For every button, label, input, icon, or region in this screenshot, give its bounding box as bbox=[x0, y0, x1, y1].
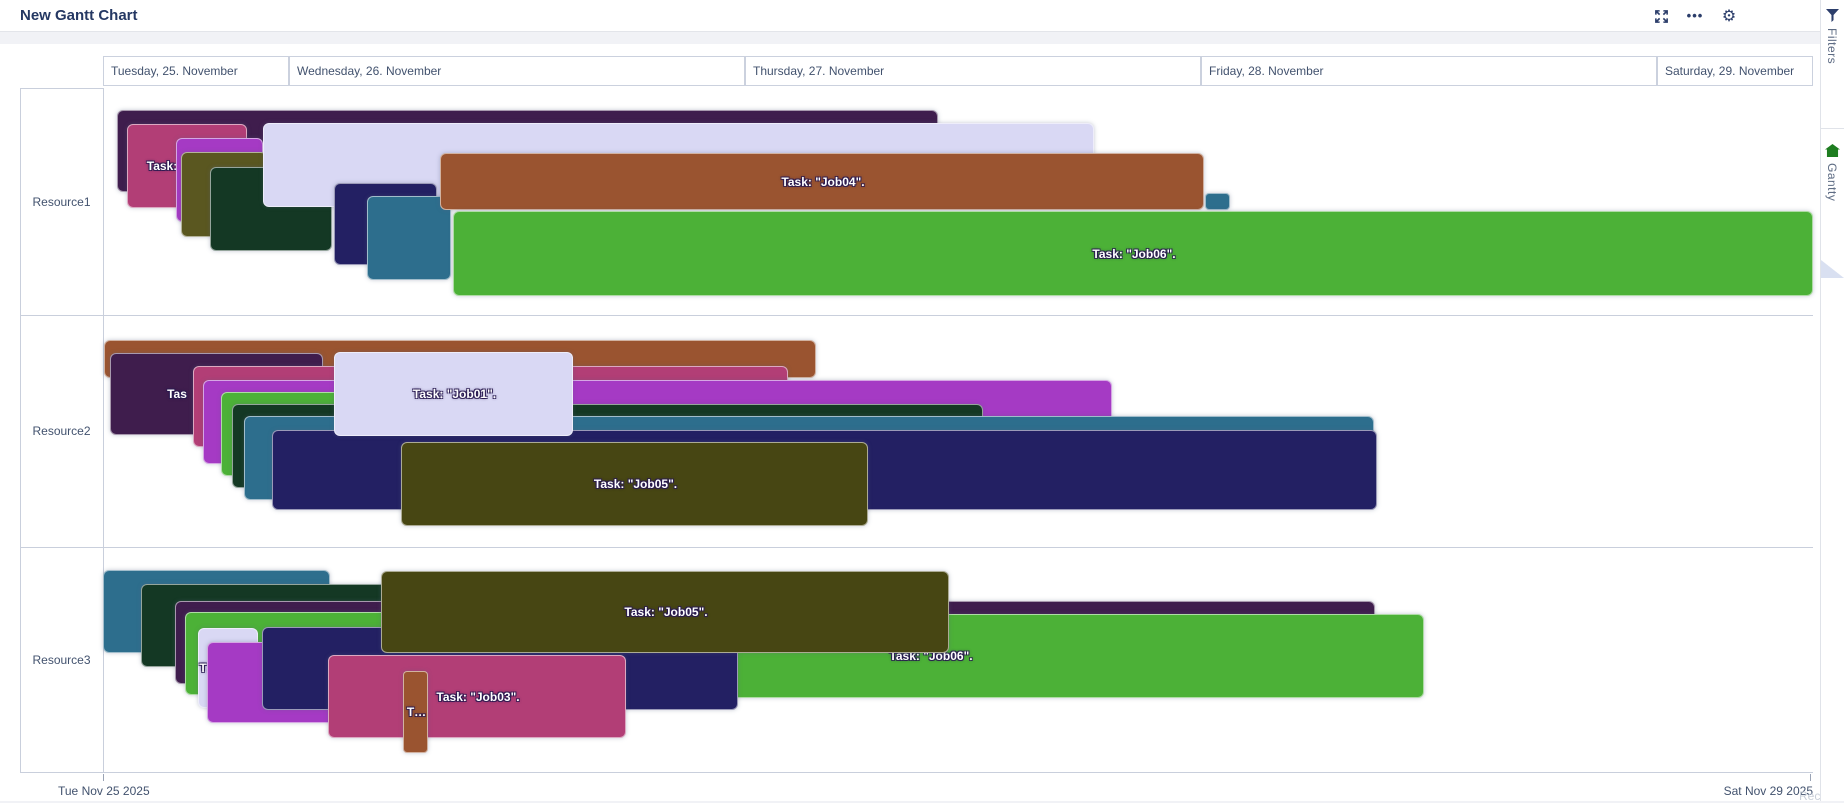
row-separator-line bbox=[20, 88, 103, 89]
gantt-task-bar[interactable]: Task: "Job06". bbox=[453, 211, 1813, 296]
timeline-day-header[interactable]: Tuesday, 25. November bbox=[103, 56, 289, 86]
gantt-task-bar[interactable]: T… bbox=[403, 671, 428, 753]
task-bar-label: Task: "Job05". bbox=[624, 605, 708, 619]
timeline-end-label: Sat Nov 29 2025 bbox=[1723, 784, 1813, 798]
gantt-task-bar[interactable] bbox=[1205, 193, 1230, 210]
settings-icon[interactable]: ⚙ bbox=[1721, 6, 1737, 25]
gantt-task-bar[interactable]: Task: "Job04". bbox=[440, 153, 1204, 210]
gantt-task-bar[interactable]: Task: "Job05". bbox=[381, 571, 949, 653]
task-bar-label: Task: "Job06". bbox=[1092, 246, 1176, 261]
title-bar: New Gantt Chart ••• ⚙ bbox=[0, 0, 1820, 32]
gutter-border-line bbox=[103, 88, 104, 772]
resource-label: Resource1 bbox=[32, 195, 91, 209]
gantt-task-bar[interactable]: Task: "Job01". bbox=[334, 352, 573, 436]
more-icon[interactable]: ••• bbox=[1686, 8, 1704, 23]
gantt-task-bar[interactable] bbox=[367, 196, 451, 280]
resource-label: Resource2 bbox=[32, 424, 91, 438]
timeline-start-label: Tue Nov 25 2025 bbox=[58, 784, 150, 798]
timeline-day-header[interactable]: Wednesday, 26. November bbox=[289, 56, 745, 86]
tab-gantty[interactable]: Gantty bbox=[1825, 163, 1839, 202]
timeline-day-header[interactable]: Saturday, 29. November bbox=[1657, 56, 1813, 86]
page-title: New Gantt Chart bbox=[20, 7, 138, 24]
timeline-day-header[interactable]: Thursday, 27. November bbox=[745, 56, 1201, 86]
home-icon[interactable] bbox=[1825, 144, 1840, 157]
row-separator-line bbox=[20, 547, 1813, 548]
task-bar-label: Task: "Job04". bbox=[781, 174, 865, 189]
task-bar-label: Task: "Job05". bbox=[593, 477, 678, 491]
title-bar-actions: ••• ⚙ bbox=[1652, 6, 1738, 26]
expand-icon[interactable] bbox=[1652, 7, 1670, 25]
gantt-task-bar[interactable]: Task: "Job05". bbox=[401, 442, 868, 526]
sidebar-divider bbox=[1821, 128, 1844, 129]
task-bar-label: Task: "Job01". bbox=[412, 387, 497, 401]
panel-fold-corner bbox=[1821, 260, 1844, 278]
row-separator-line bbox=[20, 772, 1813, 773]
task-bar-label: T… bbox=[406, 705, 427, 719]
resource-label: Resource3 bbox=[32, 653, 91, 667]
gutter-border-line bbox=[20, 88, 21, 772]
task-bar-label: Task: bbox=[146, 159, 178, 173]
task-bar-label: Tas bbox=[167, 387, 187, 401]
axis-tick bbox=[103, 774, 104, 781]
task-bar-label: Task: "Job03". bbox=[436, 689, 520, 704]
gantt-task-bar[interactable]: Task: "Job03". bbox=[328, 655, 626, 738]
filter-icon[interactable] bbox=[1826, 9, 1839, 22]
axis-tick bbox=[1810, 774, 1811, 781]
row-separator-line bbox=[20, 315, 1813, 316]
right-tab-rail: Filters Gantty bbox=[1820, 0, 1844, 801]
timeline-day-header[interactable]: Friday, 28. November bbox=[1201, 56, 1657, 86]
tab-filters[interactable]: Filters bbox=[1825, 28, 1839, 65]
